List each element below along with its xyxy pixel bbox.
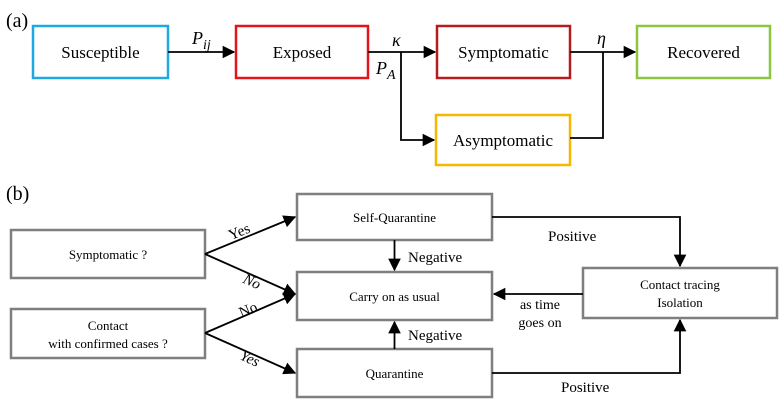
label-positive-top: Positive bbox=[548, 229, 597, 245]
symptomatic-box bbox=[435, 24, 572, 80]
asymptomatic-label: Asymptomatic bbox=[453, 131, 554, 150]
label-positive-bottom: Positive bbox=[561, 380, 610, 396]
carry-on-box bbox=[295, 270, 494, 322]
contact-question-line1: Contact bbox=[88, 318, 129, 333]
contact-tracing-box bbox=[581, 266, 779, 320]
self-quarantine-box bbox=[295, 192, 494, 242]
rate-pij: Pij bbox=[191, 28, 211, 53]
contact-question-line2: with confirmed cases ? bbox=[48, 336, 168, 351]
recovered-box bbox=[635, 24, 772, 80]
rate-kappa: κ bbox=[392, 30, 401, 50]
label-no-bottom: No bbox=[237, 299, 260, 321]
arrow-self-quarantine-positive bbox=[492, 216, 687, 268]
symptomatic-question: Symptomatic ? bbox=[69, 247, 148, 262]
label-as-time-line1: as time bbox=[520, 298, 560, 313]
label-as-time-line2: goes on bbox=[518, 316, 561, 331]
arrow-contact-no bbox=[204, 292, 297, 334]
rate-eta: η bbox=[597, 28, 606, 48]
panel-b-label: (b) bbox=[6, 183, 29, 205]
arrow-quarantine-positive bbox=[492, 318, 687, 374]
symptomatic-question-box bbox=[9, 228, 207, 280]
susceptible-label: Susceptible bbox=[61, 43, 139, 62]
contact-tracing-line1: Contact tracing bbox=[640, 277, 720, 292]
self-quarantine-label: Self-Quarantine bbox=[353, 210, 436, 225]
label-yes-bottom: Yes bbox=[237, 348, 261, 371]
exposed-box bbox=[234, 24, 370, 80]
label-negative-top: Negative bbox=[408, 250, 462, 266]
panel-a-label: (a) bbox=[6, 10, 28, 32]
asymptomatic-box bbox=[434, 113, 572, 167]
quarantine-label: Quarantine bbox=[366, 366, 424, 381]
label-yes-top: Yes bbox=[226, 221, 252, 244]
arrow-contact-yes bbox=[204, 332, 297, 375]
susceptible-box bbox=[31, 24, 170, 80]
label-negative-bottom: Negative bbox=[408, 328, 462, 344]
label-no-top: No bbox=[239, 271, 263, 293]
recovered-label: Recovered bbox=[667, 43, 740, 62]
arrow-asymptomatic-recovered bbox=[570, 52, 604, 139]
contact-tracing-line2: Isolation bbox=[657, 295, 703, 310]
arrow-symptomatic-no bbox=[204, 253, 297, 296]
symptomatic-label: Symptomatic bbox=[458, 43, 549, 62]
arrow-exposed-asymptomatic bbox=[400, 52, 436, 147]
exposed-label: Exposed bbox=[273, 43, 332, 62]
rate-pa: PA bbox=[375, 58, 396, 83]
arrow-symptomatic-yes bbox=[204, 215, 297, 255]
carry-on-label: Carry on as usual bbox=[349, 289, 440, 304]
